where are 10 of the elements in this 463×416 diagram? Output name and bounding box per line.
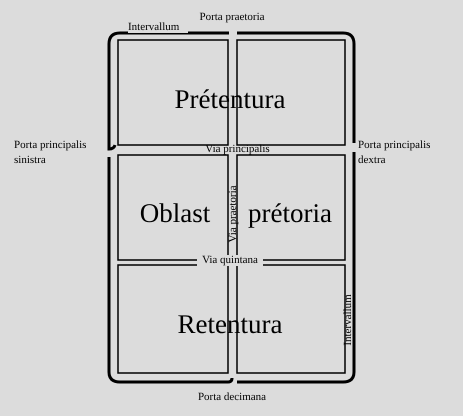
road-label: Via quintana [197,255,263,266]
gate-label: Porta principalis sinistra [14,138,88,168]
area-label: Intervallum [342,293,354,348]
road-label: Via praetoria [227,184,239,245]
sector-title: prétoria [247,197,333,230]
gate-label: Porta principalis dextra [358,138,432,168]
gate-label: Porta decimana [196,390,268,405]
area-label: Intervallum [128,22,188,33]
sector-title: Oblast [138,197,212,230]
gate-label: Porta praetoria [198,10,266,25]
